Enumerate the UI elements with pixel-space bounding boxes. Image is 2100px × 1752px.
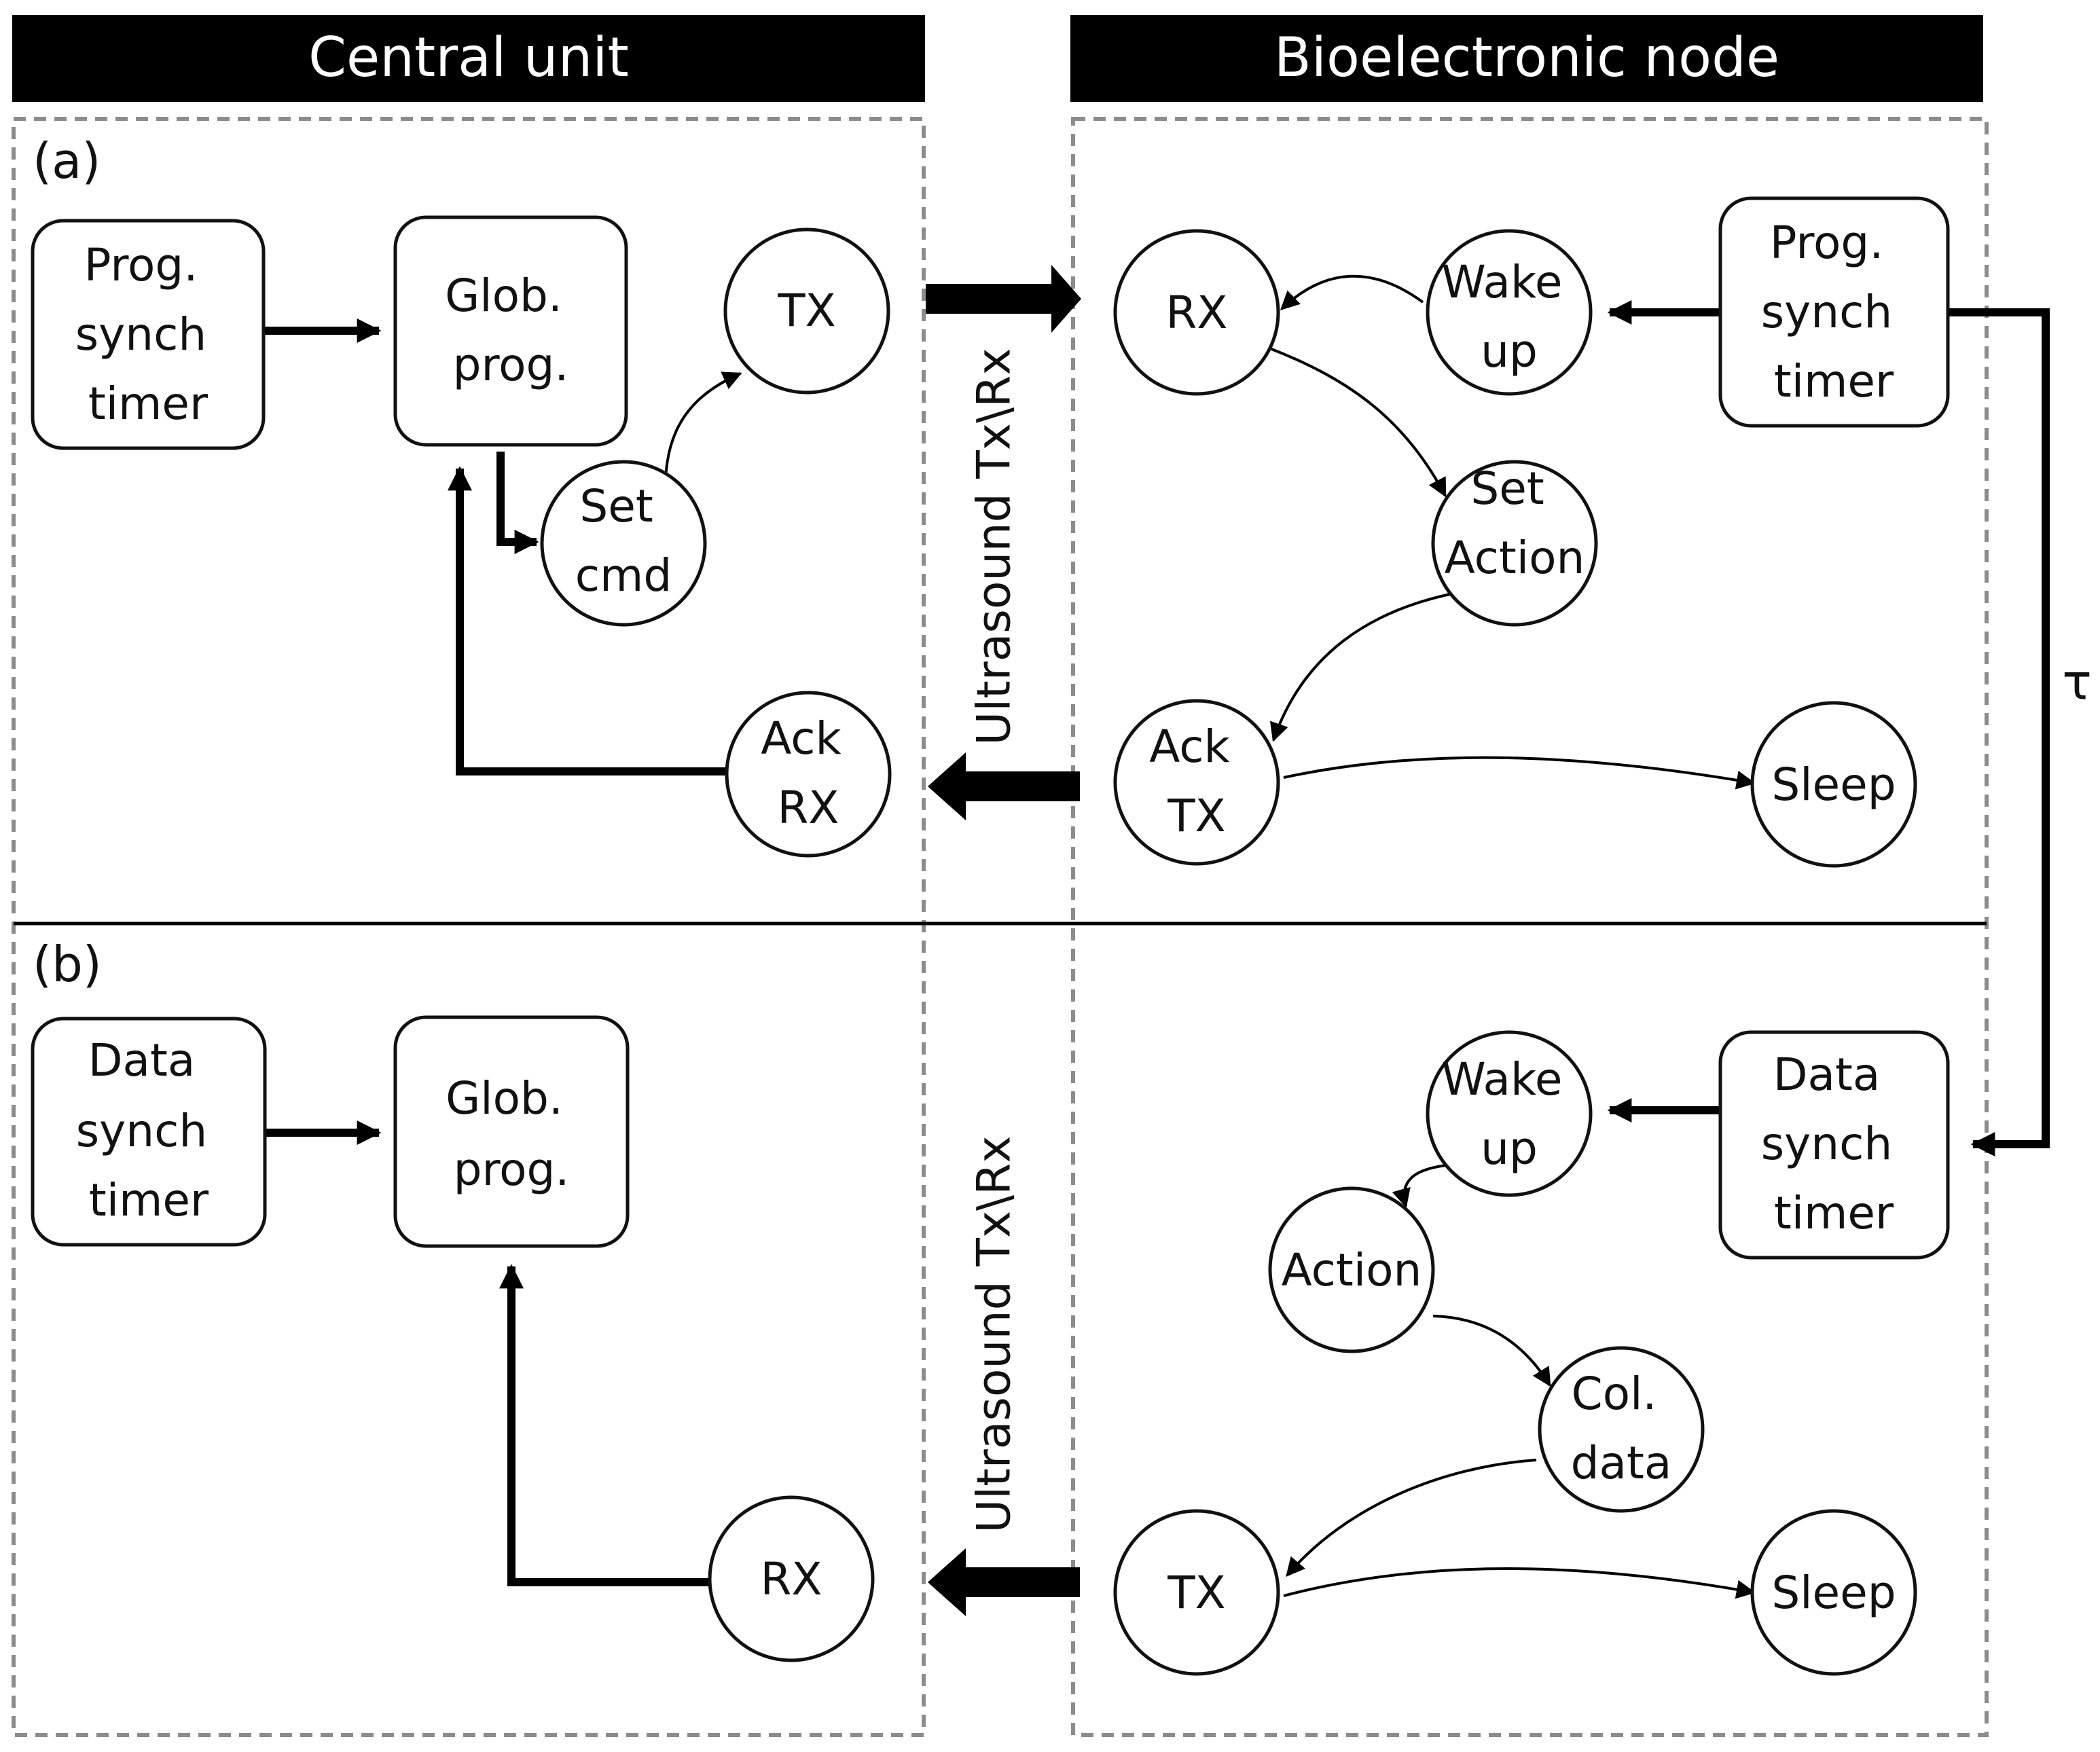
node-wake-up-a: Wake up <box>1426 229 1593 396</box>
central-glob-prog-a-label: Glob. prog. <box>445 270 577 391</box>
central-glob-prog-b-label: Glob. prog. <box>446 1072 577 1196</box>
arrow-tau-timer-link <box>1948 308 2050 1156</box>
central-rx-b-label: RX <box>760 1553 822 1605</box>
node-wake-up-b: Wake up <box>1426 1030 1593 1197</box>
node-prog-synch-timer: Prog. synch timer <box>1718 196 1950 428</box>
ultrasound-label-b: Ultrasound Tx\Rx <box>968 1135 1021 1533</box>
central-ack-rx-label: Ack RX <box>761 712 855 834</box>
arrow-ackrx-to-glob <box>448 466 727 775</box>
central-data-synch-timer: Data synch timer <box>31 1017 267 1247</box>
panel-label-b: (b) <box>33 936 102 993</box>
central-prog-synch-timer-label: Prog. synch timer <box>75 239 221 430</box>
arrow-rx-to-setaction <box>1271 348 1447 498</box>
central-data-synch-timer-label: Data synch timer <box>76 1034 221 1226</box>
node-sleep-a-label: Sleep <box>1771 759 1896 811</box>
arrow-glob-to-setcmd <box>496 452 539 554</box>
node-tx-b-label: TX <box>1167 1567 1226 1619</box>
node-set-action-node: Set Action <box>1431 460 1598 627</box>
header-central-label: Central unit <box>308 26 629 89</box>
arrow-acktx-to-sleep-a <box>1283 756 1756 790</box>
panel-label-a: (a) <box>33 132 101 189</box>
node-col-data-label: Col. data <box>1571 1368 1672 1489</box>
node-data-synch-timer-label: Data synch timer <box>1761 1048 1906 1239</box>
header-node-label: Bioelectronic node <box>1274 26 1779 89</box>
header-bioelectronic-node: Bioelectronic node <box>1070 15 1983 102</box>
central-set-cmd-label: Set cmd <box>575 480 672 602</box>
arrow-wake-to-action <box>1392 1163 1454 1208</box>
node-prog-synch-timer-label: Prog. synch timer <box>1761 217 1906 407</box>
node-rx-label: RX <box>1165 287 1227 339</box>
node-data-synch-timer: Data synch timer <box>1718 1030 1950 1260</box>
node-region <box>1071 117 1989 1737</box>
central-glob-prog-a: Glob. prog. <box>393 215 628 447</box>
node-sleep-a: Sleep <box>1750 701 1917 868</box>
tau-label: τ <box>2062 654 2091 711</box>
node-ack-tx-node: Ack TX <box>1113 699 1280 866</box>
central-prog-synch-timer: Prog. synch timer <box>31 219 266 450</box>
node-wake-up-b-label: Wake up <box>1442 1053 1577 1175</box>
arrow-rx-to-glob-b <box>499 1264 713 1586</box>
ultrasound-arrow-central-to-node <box>926 265 1081 333</box>
header-central-unit: Central unit <box>12 15 925 102</box>
central-tx-node: TX <box>723 227 890 395</box>
central-unit-region <box>12 117 926 1737</box>
node-ack-tx-label: Ack TX <box>1149 720 1244 842</box>
central-glob-prog-b: Glob. prog. <box>393 1015 630 1248</box>
node-tx-node-b: TX <box>1113 1509 1280 1676</box>
node-action-label: Action <box>1282 1244 1422 1296</box>
central-set-cmd-node: Set cmd <box>540 460 707 627</box>
node-col-data-node: Col. data <box>1538 1346 1705 1513</box>
arrow-coldata-to-tx <box>1286 1459 1537 1577</box>
node-sleep-b: Sleep <box>1750 1509 1917 1676</box>
node-action-node: Action <box>1268 1186 1435 1353</box>
node-rx-node: RX <box>1113 229 1280 396</box>
node-sleep-b-label: Sleep <box>1771 1567 1896 1619</box>
central-ack-rx-node: Ack RX <box>725 691 892 858</box>
arrow-setaction-to-acktx <box>1270 593 1451 742</box>
node-set-action-label: Set Action <box>1445 462 1585 584</box>
arrow-tx-to-sleep-b <box>1283 1567 1756 1599</box>
central-rx-node-b: RX <box>708 1495 875 1662</box>
central-tx-label: TX <box>777 285 836 337</box>
ultrasound-label-a: Ultrasound Tx\Rx <box>968 348 1021 745</box>
arrow-wake-to-rx <box>1280 274 1424 310</box>
ultrasound-arrow-node-to-central-b <box>928 1548 1080 1616</box>
arrow-action-to-coldata <box>1432 1315 1551 1387</box>
ultrasound-arrow-node-to-central-a <box>928 752 1080 820</box>
node-wake-up-a-label: Wake up <box>1442 256 1577 378</box>
